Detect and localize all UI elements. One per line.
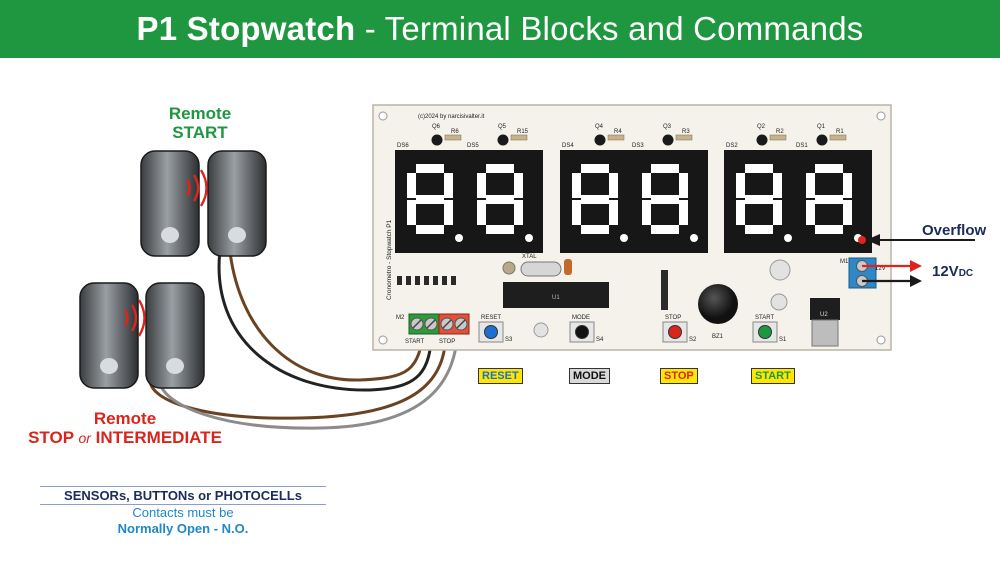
button-label: RESET — [481, 315, 501, 321]
digit-label: DS3 — [632, 143, 644, 149]
pcb-vertical-text: Cronometro - Stopwatch P1 — [386, 219, 393, 300]
signal-wave-icon-2 — [123, 299, 146, 337]
transistor-label: Q6 — [432, 124, 441, 130]
button-label: START — [755, 315, 774, 321]
wire-start-brown — [228, 250, 426, 382]
remote-stop-word: STOP — [28, 428, 74, 447]
wire-start-black — [217, 248, 434, 392]
display-digits: DS6 DS5 DS4 DS3 DS2 DS1 — [395, 143, 872, 253]
digit-label: DS1 — [796, 143, 808, 149]
resistor-label: R1 — [836, 129, 844, 135]
resistor-label: R6 — [451, 129, 459, 135]
title-rest: - Terminal Blocks and Commands — [355, 10, 864, 47]
regulator-u2: U2 — [820, 312, 828, 318]
tag-stop: STOP — [660, 368, 698, 384]
remote-stop-line2: STOP or INTERMEDIATE — [10, 428, 240, 448]
resistor-label: R2 — [776, 129, 784, 135]
power-arrows-icon — [862, 260, 922, 287]
overflow-label: Overflow — [922, 222, 987, 239]
pcb-components: M2 START STOP XTAL U1 BZ1 U2 — [396, 236, 886, 347]
m1-12v: 12V — [875, 266, 886, 272]
remote-intermediate-word: INTERMEDIATE — [95, 428, 222, 447]
switch-label: S3 — [505, 337, 513, 343]
m1-label: M1 — [840, 259, 849, 265]
chip-u1: U1 — [552, 295, 560, 301]
pcb-copyright: (c)2024 by narcisivalter.it — [418, 114, 485, 120]
signal-wave-icon — [185, 169, 208, 207]
transistor-label: Q3 — [663, 124, 672, 130]
wire-stop-brown — [148, 328, 448, 420]
switch-label: S2 — [689, 337, 697, 343]
note-line2: Normally Open - N.O. — [117, 521, 249, 536]
title-bold: P1 Stopwatch — [136, 10, 356, 47]
buzzer-label: BZ1 — [712, 334, 724, 340]
digit-label: DS6 — [397, 143, 409, 149]
note-line1: Contacts must be — [132, 505, 234, 520]
power-label: 12VDC — [932, 263, 973, 280]
contact-note: SENSORs, BUTTONs or PHOTOCELLs Contacts … — [40, 486, 326, 537]
button-label: STOP — [665, 315, 681, 321]
switch-label: S4 — [596, 337, 604, 343]
power-label-sub: DC — [958, 268, 974, 279]
terminal-block-m2: M2 START STOP — [396, 313, 470, 345]
m2-stop-label: STOP — [439, 339, 455, 345]
remote-stop-or: or — [78, 430, 91, 446]
crystal-label: XTAL — [522, 254, 537, 260]
remote-start-label: Remote START — [140, 104, 260, 142]
remote-start-line1: Remote — [168, 104, 232, 123]
wire-stop-gray — [158, 328, 460, 430]
wires — [148, 248, 460, 430]
switch-label: S1 — [779, 337, 787, 343]
remote-stop-fobs — [79, 282, 205, 389]
digit-label: DS5 — [467, 143, 479, 149]
tag-reset: RESET — [478, 368, 523, 384]
power-label-main: 12V — [932, 263, 959, 280]
resistor-label: R15 — [517, 129, 529, 135]
m2-label: M2 — [396, 315, 405, 321]
overflow-arrow-icon — [866, 234, 975, 246]
transistor-label: Q4 — [595, 124, 604, 130]
tag-start: START — [751, 368, 795, 384]
title-bar: P1 Stopwatch - Terminal Blocks and Comma… — [0, 0, 1000, 58]
remote-start-line2: START — [172, 123, 228, 142]
digit-label: DS2 — [726, 143, 738, 149]
resistor-label: R4 — [614, 129, 622, 135]
remote-stop-line1: Remote — [93, 409, 157, 428]
button-label: MODE — [572, 315, 590, 321]
transistor-label: Q5 — [498, 124, 507, 130]
resistor-label: R3 — [682, 129, 690, 135]
remote-stop-label: Remote STOP or INTERMEDIATE — [10, 409, 240, 448]
digit-label: DS4 — [562, 143, 574, 149]
m2-start-label: START — [405, 339, 424, 345]
tag-mode: MODE — [569, 368, 610, 384]
note-title: SENSORs, BUTTONs or PHOTOCELLs — [40, 486, 326, 505]
push-buttons: RESET S3 MODE S4 STOP S2 START S1 — [478, 315, 787, 343]
transistor-label: Q2 — [757, 124, 766, 130]
transistor-label: Q1 — [817, 124, 826, 130]
remote-start-fobs — [140, 150, 267, 257]
